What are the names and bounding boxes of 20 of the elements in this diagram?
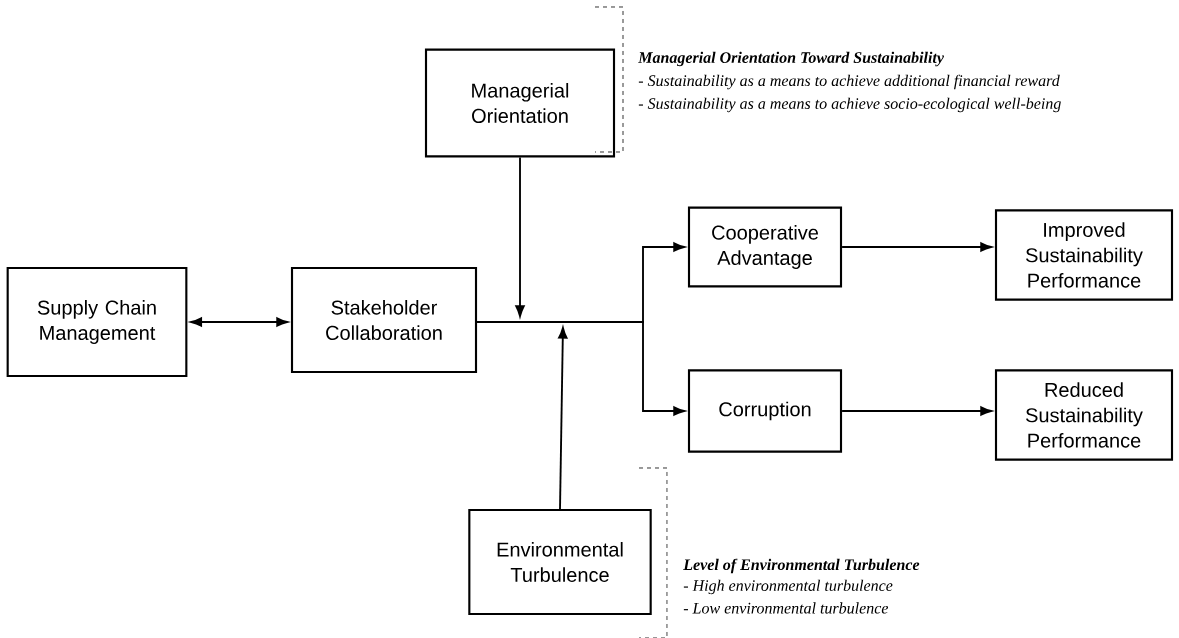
concept-box: Cooperative Advantage <box>687 206 843 288</box>
annotation-text: - High environmental turbulence <box>683 579 893 595</box>
annotation-heading: Managerial Orientation Toward Sustainability <box>638 51 945 67</box>
concept-box: Managerial Orientation <box>424 48 616 158</box>
concept-box: Reduced Sustainability Performance <box>994 369 1174 461</box>
concept-box: Supply Chain Management <box>6 266 188 378</box>
annotation-heading: Level of Environmental Turbulence <box>683 558 920 574</box>
arrow <box>190 317 288 327</box>
concept-box: Improved Sustainability Performance <box>994 209 1174 301</box>
annotation-text: - Sustainability as a means to achieve additional financial reward <box>638 74 1060 90</box>
annotation-text: - Low environmental turbulence <box>683 602 889 614</box>
annotation-text: - Sustainability as a means to achieve socio-ecological well-being <box>638 97 1061 113</box>
concept-box: Stakeholder Collaboration <box>290 266 478 374</box>
concept-box: Corruption <box>687 369 843 453</box>
arrow <box>558 327 568 510</box>
arrow <box>515 156 525 317</box>
concept-box: Environmental Turbulence <box>468 508 652 616</box>
arrow <box>476 321 685 416</box>
arrow <box>841 242 992 252</box>
arrow <box>841 406 992 416</box>
